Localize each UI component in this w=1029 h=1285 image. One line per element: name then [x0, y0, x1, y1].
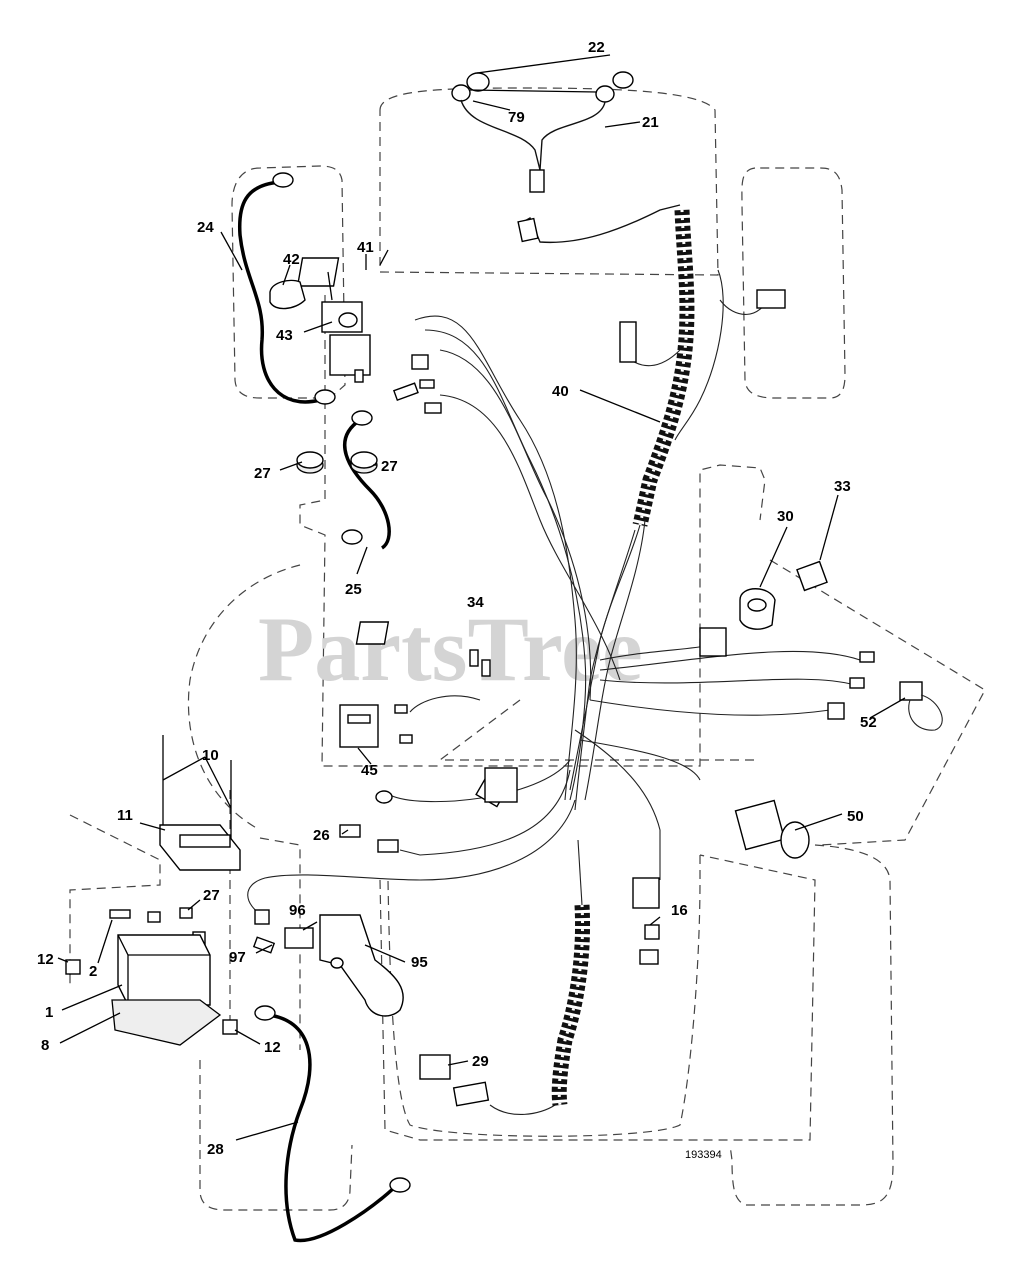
callout-33: 33 — [834, 478, 851, 495]
callout-79: 79 — [508, 109, 525, 126]
callout-1: 1 — [45, 1004, 53, 1021]
convoluted-harness-40 — [632, 209, 695, 527]
callout-30: 30 — [777, 508, 794, 525]
callout-40: 40 — [552, 383, 569, 400]
callout-25: 25 — [345, 581, 362, 598]
parts-tree-watermark: PartsTree — [258, 598, 643, 700]
callout-52: 52 — [860, 714, 877, 731]
callout-12-left: 12 — [37, 951, 54, 968]
callout-11: 11 — [117, 807, 133, 824]
callout-50: 50 — [847, 808, 864, 825]
callout-29: 29 — [472, 1053, 489, 1070]
switch-components — [339, 289, 943, 1107]
callout-27-left: 27 — [254, 465, 271, 482]
callout-41: 41 — [357, 239, 374, 256]
callout-42: 42 — [283, 251, 300, 268]
callout-22: 22 — [588, 39, 605, 56]
harness-wires — [247, 269, 861, 1116]
callout-16: 16 — [671, 902, 688, 919]
battery-cables — [237, 172, 411, 1243]
callout-43: 43 — [276, 327, 293, 344]
callout-12-bottom: 12 — [264, 1039, 281, 1056]
callout-21: 21 — [642, 114, 659, 131]
callout-8: 8 — [41, 1037, 49, 1054]
headlight-assembly — [451, 71, 681, 244]
battery-group — [65, 735, 241, 1046]
callout-45: 45 — [361, 762, 378, 779]
solenoid-assembly — [269, 249, 442, 474]
callout-27-right: 27 — [381, 458, 398, 475]
callout-numbers: 22 79 21 24 42 41 43 40 27 27 25 33 30 3… — [37, 39, 877, 1158]
leader-lines — [57, 54, 906, 1141]
tractor-outline — [69, 87, 986, 1211]
callout-2: 2 — [89, 963, 97, 980]
callout-28: 28 — [207, 1141, 224, 1158]
callout-96: 96 — [289, 902, 306, 919]
callout-10: 10 — [202, 747, 219, 764]
callout-95: 95 — [411, 954, 428, 971]
convoluted-harness-lower — [551, 904, 590, 1106]
callout-34: 34 — [467, 594, 484, 611]
callout-24: 24 — [197, 219, 214, 236]
diagram-code: 193394 — [685, 1149, 722, 1161]
callout-27-battery: 27 — [203, 887, 220, 904]
callout-97: 97 — [229, 949, 246, 966]
callout-26: 26 — [313, 827, 330, 844]
